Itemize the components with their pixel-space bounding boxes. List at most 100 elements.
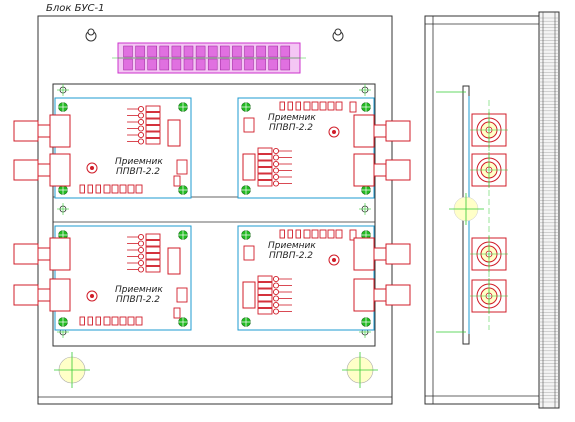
side-lid-ribs [539, 12, 559, 408]
resistor [145, 253, 161, 260]
connector-flange [353, 114, 375, 148]
connector-header [243, 117, 255, 133]
bottom-fixing-holes [54, 352, 378, 388]
crosshair-circle-icon [342, 352, 378, 388]
smd-component [87, 184, 93, 194]
terminal-bottom [195, 58, 206, 71]
board-outline [54, 225, 192, 331]
smd-component [335, 229, 343, 239]
terminal-bottom [256, 58, 266, 71]
receiver-label-line1: Приемник [268, 241, 316, 251]
resistor [257, 275, 273, 282]
board-outline [54, 97, 192, 199]
terminal-top [147, 45, 157, 58]
smd-component [287, 101, 293, 111]
resistor-ladder [257, 275, 292, 315]
resistor [145, 266, 161, 273]
connector-neck [373, 247, 387, 261]
pad [272, 275, 280, 283]
terminal-top [268, 45, 278, 58]
resistor [257, 167, 273, 174]
smd-component [103, 316, 111, 326]
resistor [257, 154, 273, 161]
terminal-top [207, 45, 218, 58]
side-view [424, 11, 560, 409]
smd-component [135, 184, 143, 194]
receiver-label-line1: Приемник [115, 157, 163, 167]
pad [272, 160, 280, 168]
resistor [257, 295, 273, 302]
capacitor [349, 229, 357, 241]
pad [137, 233, 145, 241]
connector-neck [37, 288, 51, 302]
smd-component [127, 316, 135, 326]
connector-flange [353, 237, 375, 271]
connector-flange [49, 114, 71, 148]
mount-screw-icon [178, 102, 188, 112]
smd-component [319, 229, 327, 239]
terminal-top [280, 45, 291, 58]
mount-screw-icon [241, 317, 251, 327]
connector-nut [385, 120, 411, 142]
mount-screw-icon [241, 230, 251, 240]
mount-screw-icon [178, 185, 188, 195]
smd-component [95, 184, 101, 194]
pad [137, 253, 145, 260]
resistor [257, 288, 273, 295]
smd-component [135, 316, 143, 326]
rf-connector-icon [353, 237, 411, 271]
resistor [145, 105, 161, 112]
terminal-top [123, 45, 133, 58]
smd-component [127, 184, 135, 194]
terminal-bottom [244, 58, 254, 71]
resistor [145, 246, 161, 253]
terminal-top [135, 45, 145, 58]
receiver-label-line2: ППВП-2.2 [269, 251, 313, 261]
pad [137, 138, 145, 145]
connector-neck [37, 163, 51, 177]
pad [137, 112, 145, 119]
terminal-bottom [123, 58, 133, 71]
pad [137, 105, 145, 113]
connector-neck [37, 247, 51, 261]
led-core [332, 130, 336, 134]
smd-component [303, 229, 311, 239]
connector-nut [385, 284, 411, 306]
led-core [90, 294, 94, 298]
terminal-block-icon [112, 42, 306, 74]
connector-nut [385, 243, 411, 265]
connector-neck [373, 163, 387, 177]
connector-flange [49, 278, 71, 312]
terminal-bottom [207, 58, 218, 71]
connector-header [243, 245, 255, 261]
terminal-bottom [147, 58, 157, 71]
terminal-top [159, 45, 170, 58]
terminal-bottom [171, 58, 182, 71]
terminal-top [183, 45, 194, 58]
resistor [257, 147, 273, 154]
terminal-top [171, 45, 182, 58]
terminal-bottom [280, 58, 291, 71]
smd-component [287, 229, 293, 239]
terminal-top [232, 45, 242, 58]
smd-component [79, 316, 85, 326]
rf-connector-icon [13, 278, 71, 312]
connector-nut [13, 243, 39, 265]
connector-neck [37, 124, 51, 138]
smd-component [319, 101, 327, 111]
smd-component [303, 101, 311, 111]
resistor [145, 240, 161, 247]
pad [272, 173, 280, 181]
capacitor [173, 175, 181, 187]
smd-component [335, 101, 343, 111]
terminal-bottom [268, 58, 278, 71]
terminal-top [256, 45, 266, 58]
connector-header [176, 159, 188, 175]
receiver-boards: ПриемникППВП-2.2ПриемникППВП-2.2Приемник… [54, 97, 375, 331]
pad [272, 295, 280, 302]
terminal-bottom [232, 58, 242, 71]
pad [272, 167, 280, 174]
resistor [145, 259, 161, 266]
resistor [145, 233, 161, 240]
